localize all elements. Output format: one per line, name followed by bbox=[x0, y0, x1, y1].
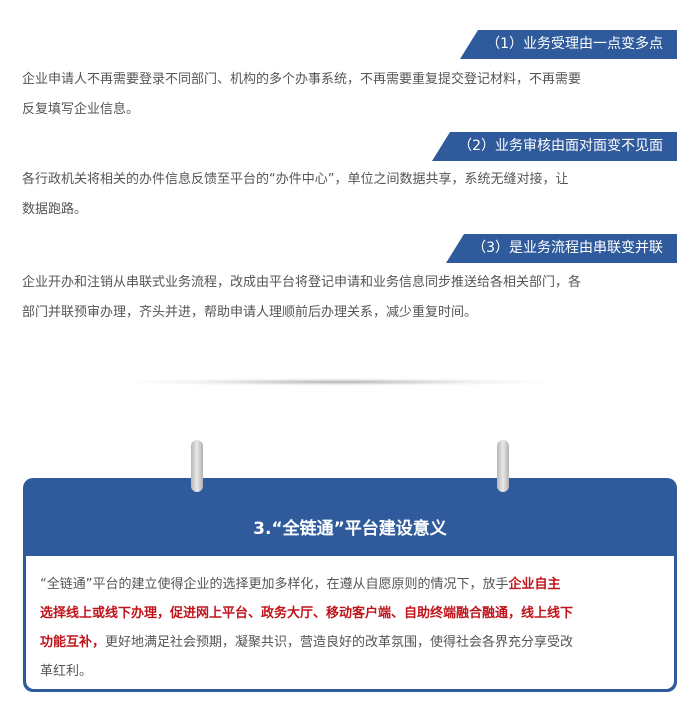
section-2-line-2: 数据跑路。 bbox=[22, 202, 88, 217]
section-3-title: （3）是业务流程由串联变并联 bbox=[446, 234, 677, 263]
section-1-text: 企业申请人不再需要登录不同部门、机构的多个办事系统，不再需要重复提交登记材料，不… bbox=[22, 65, 677, 125]
card-line-1: “全链通”平台的建立使得企业的选择更加多样化，在遵从自愿原则的情况下，放手企业自… bbox=[40, 570, 660, 599]
card-line-2: 选择线上或线下办理，促进网上平台、政务大厅、移动客户端、自助终端融合融通，线上线… bbox=[40, 599, 660, 628]
card-line-1-text: “全链通”平台的建立使得企业的选择更加多样化，在遵从自愿原则的情况下，放手 bbox=[40, 577, 509, 592]
section-2-text: 各行政机关将相关的办件信息反馈至平台的“办件中心”，单位之间数据共享，系统无缝对… bbox=[22, 165, 677, 225]
shadow-divider bbox=[118, 378, 558, 386]
card-line-4-text: 革红利。 bbox=[40, 664, 93, 679]
section-1-line-1: 企业申请人不再需要登录不同部门、机构的多个办事系统，不再需要重复提交登记材料，不… bbox=[22, 72, 582, 87]
section-3-line-1: 企业开办和注销从串联式业务流程，改成由平台将登记申请和业务信息同步推送给各相关部… bbox=[22, 275, 582, 290]
card-line-1-highlight: 企业自主 bbox=[508, 577, 561, 592]
section-2-line-1: 各行政机关将相关的办件信息反馈至平台的“办件中心”，单位之间数据共享，系统无缝对… bbox=[22, 172, 569, 187]
section-1-title: （1）业务受理由一点变多点 bbox=[460, 30, 677, 59]
section-1-line-2: 反复填写企业信息。 bbox=[22, 102, 140, 117]
card-body: “全链通”平台的建立使得企业的选择更加多样化，在遵从自愿原则的情况下，放手企业自… bbox=[26, 556, 674, 689]
binder-clip-right bbox=[497, 440, 509, 492]
significance-card: 3.“全链通”平台建设意义 “全链通”平台的建立使得企业的选择更加多样化，在遵从… bbox=[23, 478, 677, 692]
card-title: 3.“全链通”平台建设意义 bbox=[253, 519, 447, 539]
card-line-4: 革红利。 bbox=[40, 657, 660, 686]
card-line-3-text: 更好地满足社会预期，凝聚共识，营造良好的改革氛围，使得社会各界充分享受改 bbox=[105, 635, 574, 650]
section-3-text: 企业开办和注销从串联式业务流程，改成由平台将登记申请和业务信息同步推送给各相关部… bbox=[22, 268, 677, 328]
section-3-line-2: 部门并联预审办理，齐头并进，帮助申请人理顺前后办理关系，减少重复时间。 bbox=[22, 305, 478, 320]
card-line-2-highlight: 选择线上或线下办理，促进网上平台、政务大厅、移动客户端、自助终端融合融通，线上线… bbox=[40, 606, 574, 621]
section-2-title: （2）业务审核由面对面变不见面 bbox=[432, 132, 677, 161]
binder-clip-left bbox=[191, 440, 203, 492]
card-line-3: 功能互补，更好地满足社会预期，凝聚共识，营造良好的改革氛围，使得社会各界充分享受… bbox=[40, 628, 660, 657]
card-line-3-highlight: 功能互补， bbox=[40, 635, 106, 650]
